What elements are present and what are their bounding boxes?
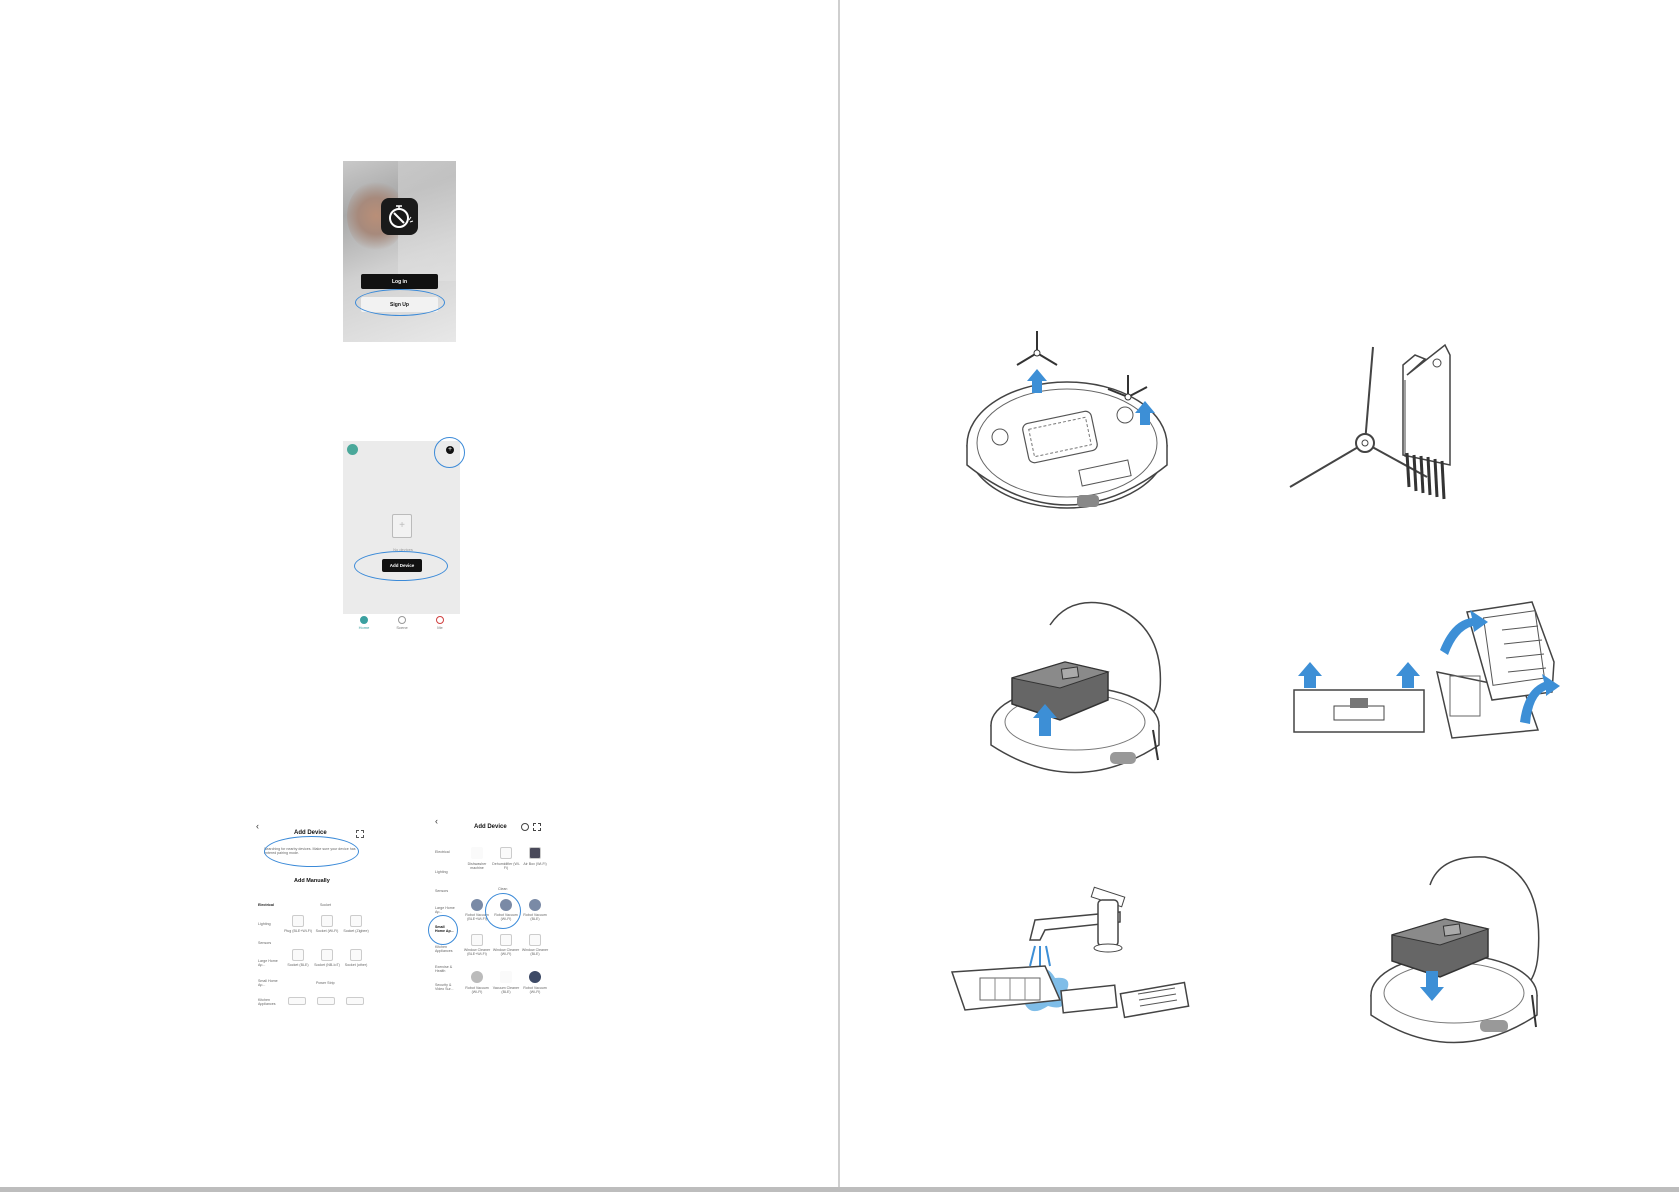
category-sensors[interactable]: Sensors [435, 889, 449, 893]
device-label: Window Cleaner (BLE+Wi-Fi) [463, 948, 491, 957]
window-cleaner-icon[interactable] [529, 934, 541, 946]
side-brush-icon [1016, 331, 1058, 366]
up-arrow-icon [1298, 662, 1322, 688]
up-arrow-icon [1135, 401, 1155, 425]
signup-highlight-ring [355, 289, 445, 316]
category-health[interactable]: Exercise & Health [435, 965, 453, 974]
plug-icon[interactable] [292, 915, 304, 927]
reinstall-dustbin-illustration [1370, 856, 1540, 1044]
dishwasher-icon[interactable] [471, 847, 483, 859]
login-button[interactable]: Log in [361, 274, 438, 289]
air-box-icon[interactable] [529, 847, 541, 859]
window-cleaner-icon[interactable] [500, 934, 512, 946]
device-label: Window Cleaner (BLE) [521, 948, 549, 957]
device-label: Robot Vacuum (Wi-Fi) [465, 986, 489, 995]
socket-icon[interactable] [292, 949, 304, 961]
bottom-tab-bar: Home Scene Me [343, 614, 460, 631]
device-label: Socket (BLE) [287, 963, 309, 967]
device-label: Socket (NB-IoT) [314, 963, 340, 967]
device-label: Air Box (Wi-Fi) [523, 862, 547, 866]
device-label: Robot Vacuum (BLE) [523, 913, 547, 922]
clean-subheading: Clean [498, 887, 508, 891]
robot-vacuum-icon[interactable] [529, 971, 541, 983]
device-label: Socket (Zigbee) [343, 929, 369, 933]
category-kitchen[interactable]: Kitchen Appliances [435, 945, 453, 954]
device-label: Robot Vacuum (Wi-Fi) [523, 986, 547, 995]
page-title: Add Device [474, 824, 507, 830]
open-dustbin-illustration [1293, 601, 1560, 739]
tab-scene[interactable]: Scene [387, 616, 417, 630]
category-large-home[interactable]: Large Home Ap... [435, 906, 455, 915]
cleaning-tool-illustration [1289, 343, 1451, 500]
scan-icon[interactable] [533, 823, 541, 831]
back-icon[interactable]: ‹ [256, 821, 259, 831]
add-device-highlight-ring [354, 551, 448, 581]
socket-icon[interactable] [350, 915, 362, 927]
wash-dustbin-illustration [950, 886, 1190, 1019]
device-label: Socket (Wi-Fi) [315, 929, 339, 933]
up-arrow-icon [1033, 704, 1057, 736]
scene-icon [398, 616, 406, 624]
power-strip-icon[interactable] [346, 997, 364, 1005]
up-arrow-icon [1396, 662, 1420, 688]
robot-vacuum-icon[interactable] [471, 971, 483, 983]
device-label: Robot Vacuum (BLE+Wi-Fi) [465, 913, 489, 922]
page-title: Add Device [294, 830, 327, 836]
remove-dustbin-illustration [990, 601, 1162, 774]
device-label: Vacuum Cleaner (BLE) [492, 986, 520, 995]
robot-vacuum-icon[interactable] [471, 899, 483, 911]
settings-icon[interactable] [521, 823, 529, 831]
socket-icon[interactable] [321, 949, 333, 961]
side-brush-icon [1107, 375, 1148, 398]
home-screenshot: + + No devices Add Device Home Scene Me [343, 441, 460, 631]
scan-icon[interactable] [356, 830, 364, 838]
down-arrow-icon [1420, 971, 1444, 1001]
category-security[interactable]: Security & Video Sur... [435, 983, 454, 992]
category-kitchen[interactable]: Kitchen Appliances [258, 998, 276, 1007]
category-highlight-ring [428, 915, 458, 945]
robot-vacuum-icon[interactable] [529, 899, 541, 911]
mic-icon [347, 444, 358, 455]
curved-arrow-icon [1520, 674, 1560, 724]
curved-arrow-icon [1440, 610, 1488, 655]
remove-side-brushes-illustration [966, 331, 1168, 509]
device-label: Dishwasher machine [467, 862, 487, 871]
power-strip-icon[interactable] [288, 997, 306, 1005]
robot-vacuum-highlight-ring [485, 893, 521, 929]
empty-state-text: No devices [393, 547, 413, 552]
scan-highlight-ring [264, 836, 359, 867]
tab-me[interactable]: Me [425, 616, 455, 630]
window-cleaner-icon[interactable] [471, 934, 483, 946]
plus-highlight-ring [434, 437, 465, 468]
back-icon[interactable]: ‹ [435, 816, 438, 826]
bottom-edge [0, 1187, 1679, 1192]
app-icon [381, 198, 418, 235]
power-strip-subheading: Power Strip [316, 981, 335, 985]
category-lighting[interactable]: Lighting [435, 870, 448, 874]
page-divider [838, 0, 840, 1192]
socket-subheading: Socket [320, 903, 331, 907]
socket-icon[interactable] [350, 949, 362, 961]
category-electrical[interactable]: Electrical [435, 850, 450, 854]
category-sensors[interactable]: Sensors [258, 941, 272, 945]
device-label: Dehumidifier (Wi-Fi) [492, 862, 520, 871]
home-icon [360, 616, 368, 624]
vacuum-cleaner-icon[interactable] [500, 971, 512, 983]
up-arrow-icon [1027, 369, 1047, 393]
device-label: Socket (other) [344, 963, 368, 967]
socket-icon[interactable] [321, 915, 333, 927]
empty-document-icon: + [392, 514, 412, 538]
device-label: Window Cleaner (Wi-Fi) [492, 948, 520, 957]
dehumidifier-icon[interactable] [500, 847, 512, 859]
power-strip-icon[interactable] [317, 997, 335, 1005]
tab-home[interactable]: Home [349, 616, 379, 630]
category-large-home[interactable]: Large Home Ap... [258, 959, 278, 968]
category-electrical[interactable]: Electrical [258, 903, 274, 907]
add-manually-heading: Add Manually [294, 878, 330, 884]
me-icon [436, 616, 444, 624]
category-lighting[interactable]: Lighting [258, 922, 271, 926]
category-small-home[interactable]: Small Home Ap... [258, 979, 278, 988]
device-label: Plug (BLE+Wi-Fi) [284, 929, 312, 933]
